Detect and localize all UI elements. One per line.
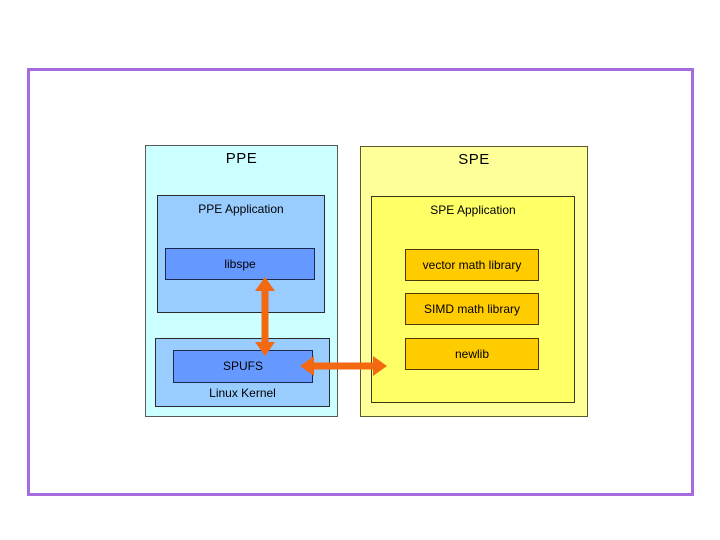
newlib-box: newlib bbox=[405, 338, 539, 370]
spufs-box: SPUFS bbox=[173, 350, 313, 383]
linux-kernel-label: Linux Kernel bbox=[209, 386, 276, 400]
vector-math-library-box: vector math library bbox=[405, 249, 539, 281]
spe-application-title: SPE Application bbox=[430, 203, 516, 217]
ppe-title: PPE bbox=[225, 150, 258, 167]
libspe-box: libspe bbox=[165, 248, 315, 280]
spe-title: SPE bbox=[458, 151, 490, 168]
simd-math-library-box: SIMD math library bbox=[405, 293, 539, 325]
ppe-application-title: PPE Application bbox=[198, 202, 284, 216]
